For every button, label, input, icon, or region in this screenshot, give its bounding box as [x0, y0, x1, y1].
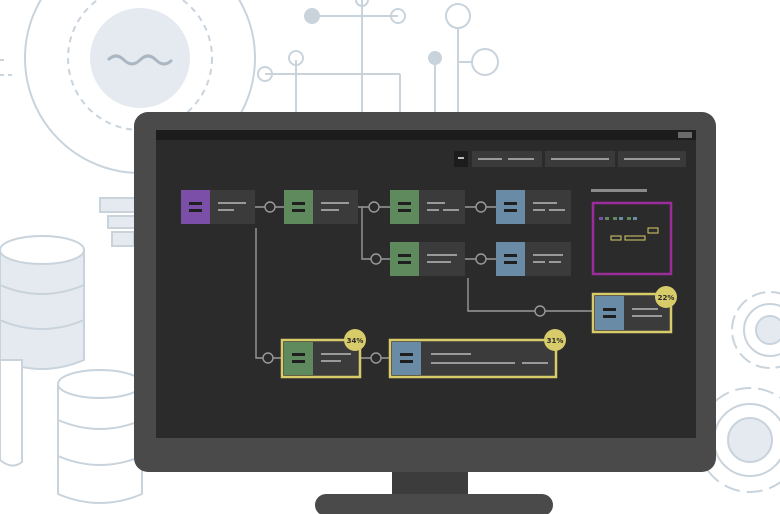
node-icon	[398, 202, 411, 205]
node-graph: 22% 34% 31%	[181, 190, 677, 379]
node-accent	[595, 296, 624, 330]
node-accent	[390, 190, 419, 224]
toolbar-button-1[interactable]	[472, 151, 542, 167]
node-icon	[189, 202, 202, 205]
database-icon	[0, 235, 85, 370]
progress-badge	[344, 329, 366, 351]
screen	[156, 130, 696, 438]
toolbar-icon-button[interactable]	[454, 151, 468, 167]
node-icon	[400, 353, 413, 356]
node-accent	[392, 342, 421, 375]
title-bar	[156, 130, 696, 140]
node-n9[interactable]: 31%	[388, 329, 566, 379]
progress-badge-label: 31%	[547, 337, 564, 345]
monitor-stand	[315, 494, 553, 514]
node-n1[interactable]	[181, 190, 255, 224]
gear-large-icon	[697, 387, 780, 493]
progress-badge	[655, 286, 677, 308]
node-n8[interactable]: 34%	[280, 329, 366, 379]
wave-icon	[106, 54, 174, 66]
node-icon	[292, 353, 305, 356]
minimap[interactable]	[591, 189, 673, 276]
gear-icon	[731, 291, 780, 369]
node-icon	[603, 308, 616, 311]
node-accent	[284, 342, 313, 375]
monitor	[134, 112, 716, 514]
progress-badge	[544, 329, 566, 351]
node-accent	[284, 190, 313, 224]
node-accent	[181, 190, 210, 224]
progress-badge-label: 34%	[347, 337, 364, 345]
node-icon	[292, 202, 305, 205]
progress-badge-label: 22%	[658, 294, 675, 302]
node-n6[interactable]	[496, 242, 571, 276]
node-n3[interactable]	[390, 190, 465, 224]
toolbar	[454, 151, 686, 167]
node-accent	[496, 190, 525, 224]
circuit-decor	[257, 0, 499, 112]
database-small-icon	[0, 359, 143, 504]
toolbar-button-2[interactable]	[545, 151, 615, 167]
node-n2[interactable]	[284, 190, 358, 224]
connectors	[255, 201, 593, 364]
node-accent	[496, 242, 525, 276]
toolbar-button-3[interactable]	[618, 151, 686, 167]
minimap-frame	[591, 201, 673, 276]
node-n4[interactable]	[496, 190, 571, 224]
window-control-icon[interactable]	[678, 132, 692, 138]
node-n7[interactable]: 22%	[591, 286, 677, 334]
node-icon	[504, 254, 517, 257]
node-icon	[398, 254, 411, 257]
node-accent	[390, 242, 419, 276]
menu-icon	[458, 157, 464, 159]
node-icon	[504, 202, 517, 205]
minimap-title	[591, 189, 647, 192]
node-n5[interactable]	[390, 242, 465, 276]
